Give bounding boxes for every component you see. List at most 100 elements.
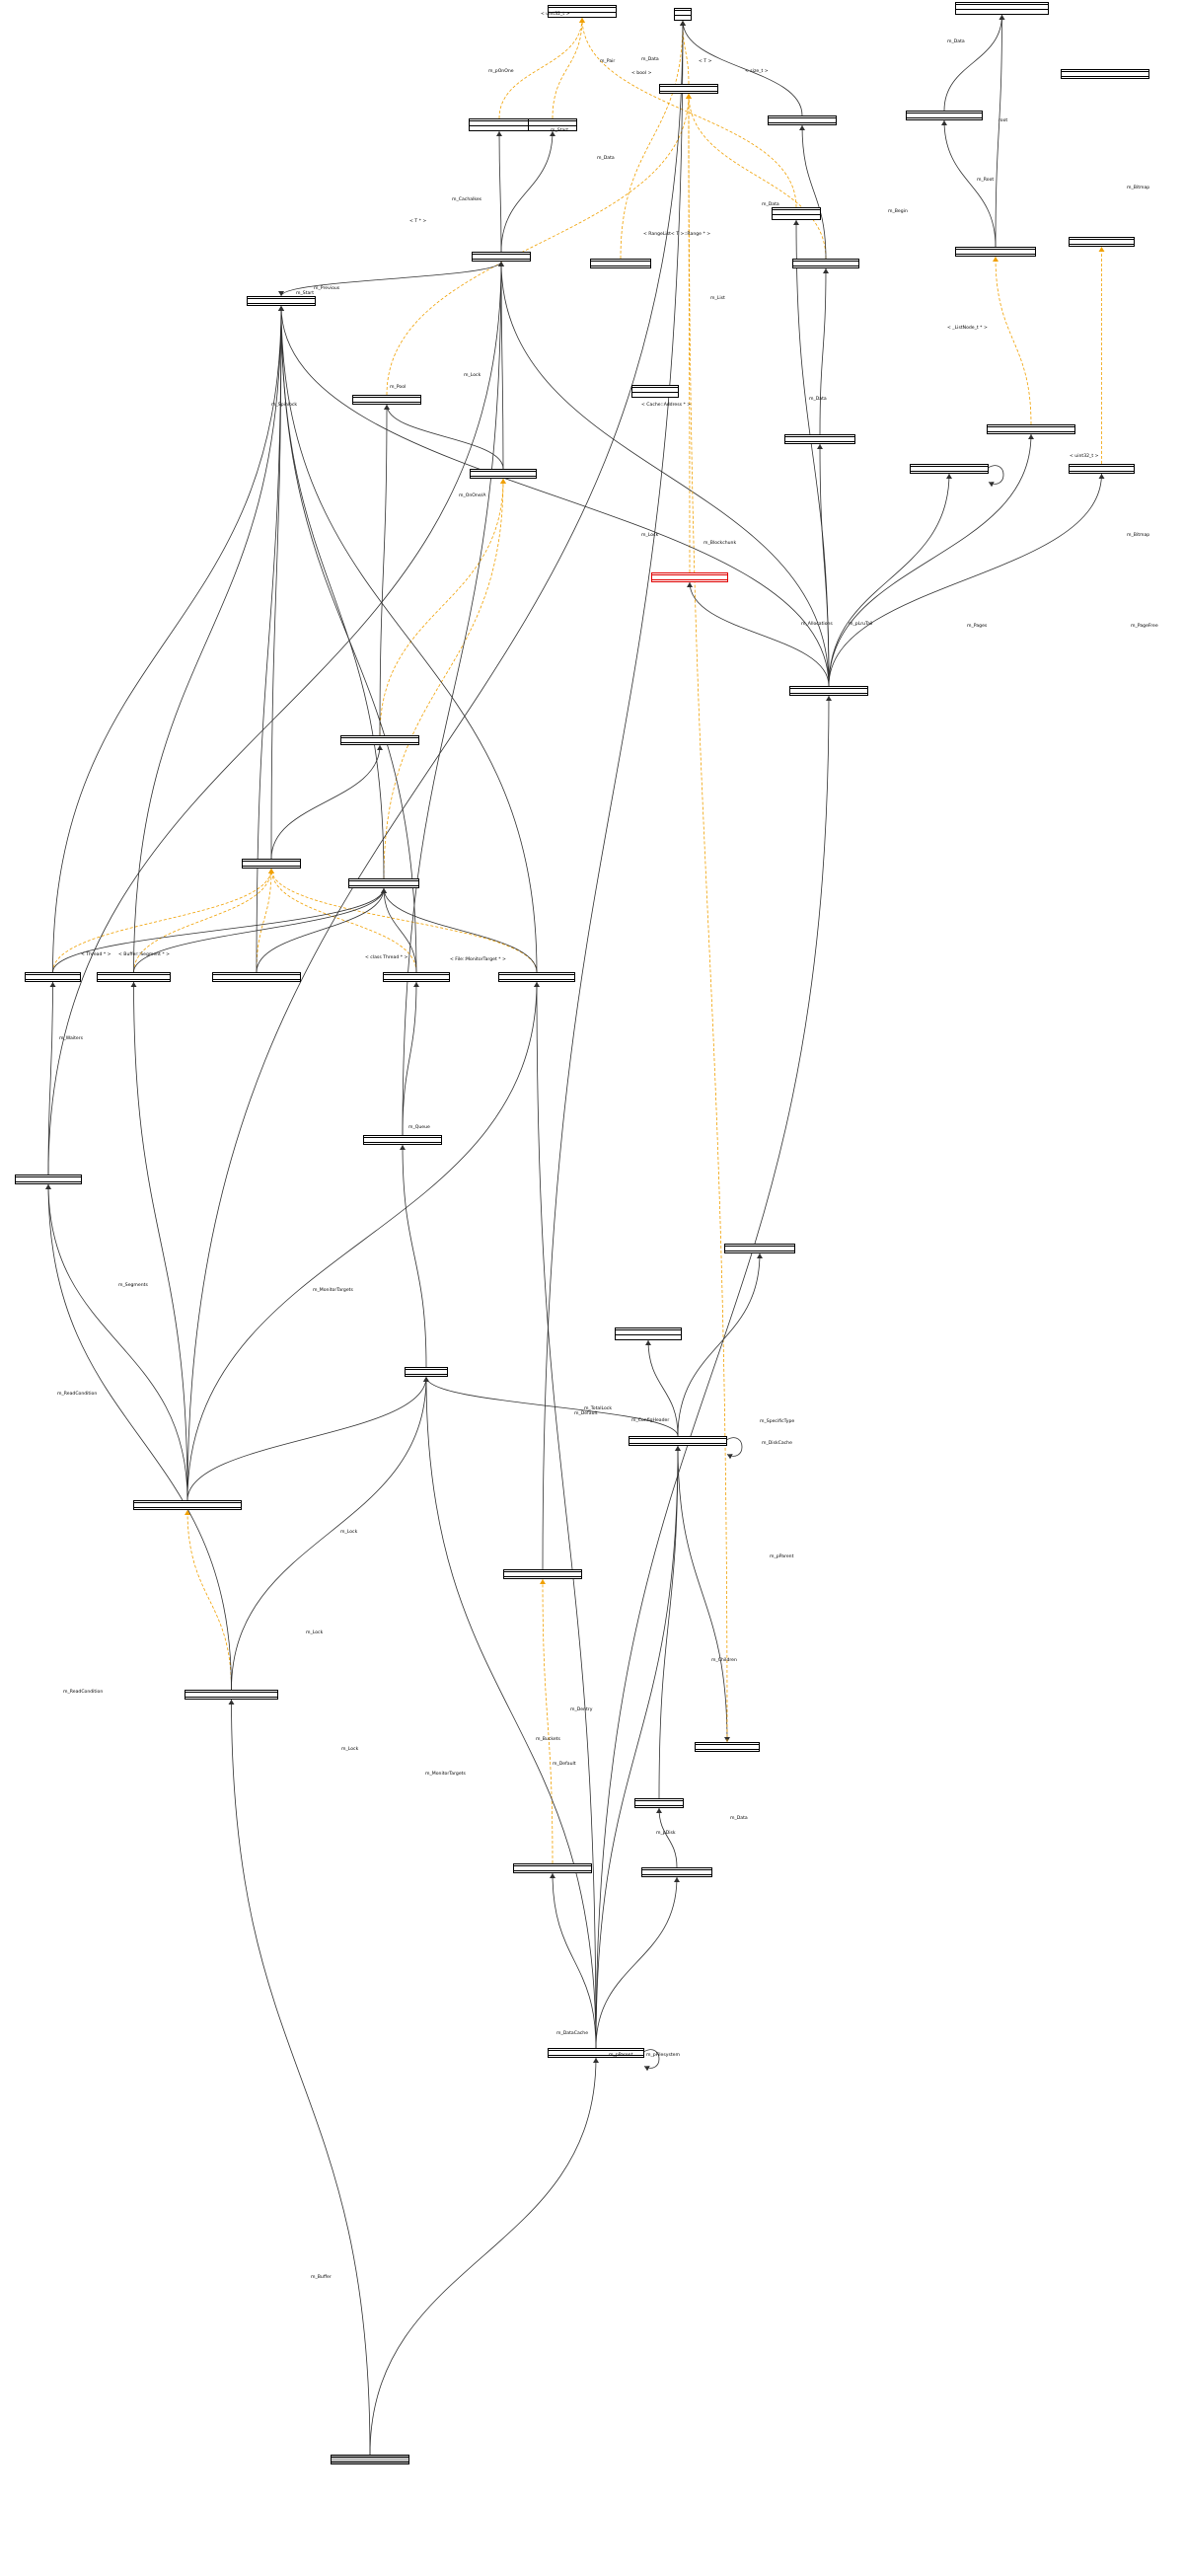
class-methods [591, 266, 650, 267]
class-node-list_mt[interactable] [498, 972, 575, 982]
class-node-bloomfilter[interactable] [1069, 237, 1135, 247]
edge-atomic_ui32-to-bool [498, 17, 585, 119]
class-attributes [785, 437, 854, 442]
edge-label: m_Default [553, 1762, 576, 1767]
class-methods [769, 123, 836, 124]
edge-objpool_list-to-vec_listnode [379, 404, 390, 736]
edge-optlock-to-atomic_bool [500, 130, 555, 253]
edge-dirent-to-mutex [423, 1376, 679, 1437]
class-node-rangeview[interactable] [768, 115, 837, 125]
edge-file-to-cache [595, 695, 832, 2049]
class-attributes [471, 472, 536, 477]
class-methods [956, 255, 1035, 256]
class-node-objpool[interactable] [470, 469, 537, 479]
class-node-cache[interactable] [789, 686, 868, 696]
class-node-bool[interactable] [548, 5, 617, 18]
class-attributes [652, 575, 727, 580]
class-node-list_segment[interactable] [97, 972, 171, 982]
class-node-atomic_bool[interactable] [528, 118, 577, 131]
edge-condvar-to-list_thread [47, 981, 56, 1175]
edge-list_segment-to-list_node [133, 868, 274, 973]
edge-treemode-to-treenode [943, 14, 1005, 112]
class-title [616, 1328, 681, 1330]
class-attributes [243, 862, 300, 867]
class-node-vector_range[interactable] [792, 259, 859, 268]
edge-bufferbase-to-q [186, 20, 686, 1501]
edge-list_segment-to-objpool_lt [133, 887, 387, 973]
class-node-maptable_cache[interactable] [503, 1569, 582, 1579]
class-node-atomic_ui32[interactable] [469, 118, 530, 131]
class-title [793, 260, 858, 262]
class-attributes [696, 1745, 759, 1750]
class-node-tree[interactable] [955, 247, 1036, 257]
edge-list_mt-to-list_node [268, 868, 538, 973]
class-node-fsconfig[interactable] [615, 1327, 682, 1340]
class-node-bufferbase[interactable] [133, 1500, 242, 1510]
edge-pipe-to-file [369, 2057, 599, 2456]
class-node-objpool_list[interactable] [340, 735, 419, 745]
edge-cache-to-bloomfilter2 [828, 473, 1105, 687]
class-node-list_node[interactable] [242, 859, 301, 869]
class-node-filesystem[interactable] [641, 1867, 712, 1877]
class-title [243, 860, 300, 862]
class-node-semaphore[interactable] [363, 1135, 442, 1145]
class-node-file[interactable] [548, 2048, 644, 2058]
edge-label: m_Blockchunk [703, 541, 737, 546]
class-node-pipe[interactable] [331, 2455, 409, 2464]
class-node-mutex[interactable] [405, 1367, 448, 1377]
edge-label: < _ListNode_t * > [947, 326, 988, 331]
class-node-treemode[interactable] [906, 111, 983, 120]
class-methods [1062, 77, 1148, 78]
edge-label: m_Buffer [311, 2275, 332, 2280]
class-node-condvar[interactable] [15, 1174, 82, 1184]
edge-cache-to-listnode [278, 305, 830, 687]
class-attributes [98, 975, 170, 980]
class-node-objpool_lt[interactable] [348, 878, 419, 888]
class-title [248, 297, 315, 299]
class-node-treeui32[interactable] [987, 424, 1075, 434]
class-node-dirent[interactable] [629, 1436, 727, 1446]
edge-label: < uint32_t > [541, 12, 570, 17]
class-node-vector_t[interactable] [659, 84, 718, 94]
class-node-cachepage[interactable] [910, 464, 989, 474]
edge-label: < Buffer::Segment * > [118, 952, 171, 957]
class-node-listnode[interactable] [247, 296, 316, 306]
edge-list_thread-to-objpool_lt [52, 887, 387, 973]
class-node-disk[interactable] [634, 1798, 684, 1808]
class-title [406, 1368, 447, 1370]
class-node-list_wt[interactable] [212, 972, 301, 982]
class-methods [907, 118, 982, 119]
class-methods [98, 980, 170, 981]
edge-dirent-to-fsconfig [645, 1339, 679, 1437]
class-node-bloomfilter2[interactable] [1069, 464, 1135, 474]
edge-label: < T * > [409, 219, 427, 224]
edge-objpool-to-optlock [498, 261, 505, 470]
edge-list_segment-to-listnode [133, 305, 284, 973]
class-methods [471, 477, 536, 478]
class-node-bitmap[interactable] [1061, 69, 1149, 79]
class-node-vec_dentry[interactable] [695, 1742, 760, 1752]
class-node-list_uthread[interactable] [383, 972, 450, 982]
class-node-maptable_fdc[interactable] [513, 1863, 592, 1873]
class-node-buffer_sz[interactable] [185, 1690, 278, 1700]
edge-label: m_pParent [609, 2053, 633, 2058]
class-node-string[interactable] [724, 1244, 795, 1253]
class-node-treenode[interactable] [955, 2, 1049, 15]
class-title [349, 879, 418, 881]
class-node-optlock[interactable] [472, 252, 531, 262]
edge-label: m_Default [574, 1411, 598, 1416]
class-attributes [353, 398, 420, 403]
class-node-atomic_sz[interactable] [772, 207, 821, 220]
edge-list_wt-to-list_node [256, 868, 274, 973]
edge-label: m_List [710, 296, 725, 301]
class-methods [406, 1375, 447, 1376]
class-node-atomic_size2[interactable] [631, 385, 679, 398]
class-title [696, 1743, 759, 1745]
class-node-rangelist[interactable] [784, 434, 855, 444]
class-node-vec_address[interactable] [651, 572, 728, 582]
class-methods [504, 1577, 581, 1578]
class-node-vec_listnode[interactable] [352, 395, 421, 405]
class-node-vectors[interactable] [590, 259, 651, 268]
class-node-list_thread[interactable] [25, 972, 81, 982]
class-node-q[interactable] [674, 8, 692, 21]
